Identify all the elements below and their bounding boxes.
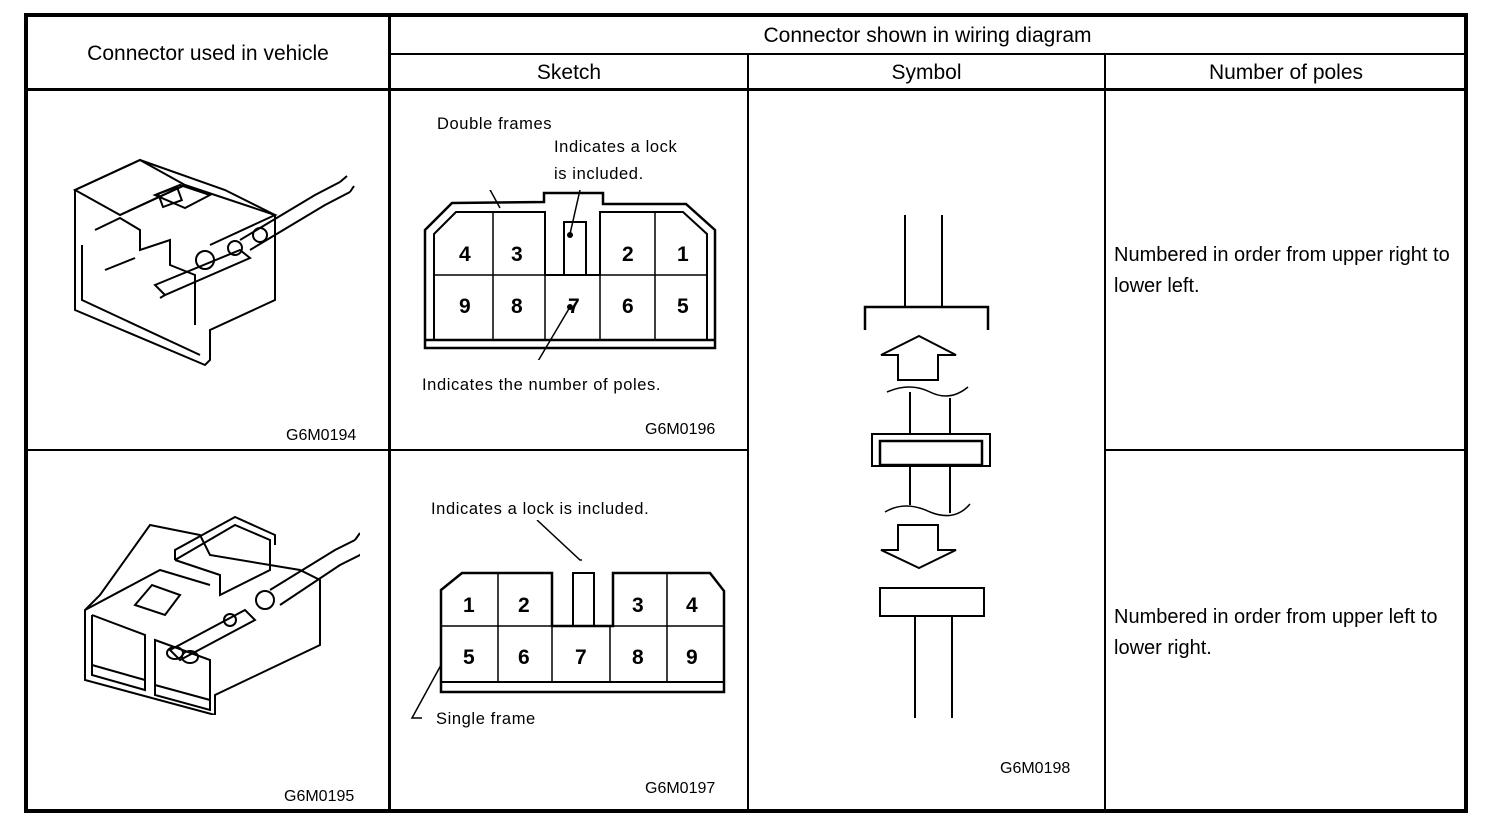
lock-label-line2: is included. — [554, 165, 644, 183]
male-connector-housing — [879, 587, 985, 617]
pin-label: 6 — [622, 295, 634, 318]
header-vehicle-connector: Connector used in vehicle — [87, 42, 329, 65]
terminal-blade — [153, 248, 252, 297]
latch-block — [174, 523, 271, 597]
connector-sketch-double-frame — [423, 190, 717, 360]
pin-label: 4 — [459, 243, 471, 266]
double-frames-label: Double frames — [437, 115, 553, 133]
pin-label: 5 — [677, 295, 689, 318]
header-sketch: Sketch — [536, 61, 602, 84]
divider-row-right — [1104, 449, 1468, 451]
outer-frame — [423, 191, 717, 350]
symbol-code: G6M0198 — [1000, 760, 1071, 777]
divider-header-bottom — [24, 88, 1468, 91]
outer-frame — [439, 571, 726, 694]
terminal-female — [168, 608, 257, 662]
poles-label: Indicates the number of poles. — [422, 376, 662, 394]
wire — [269, 539, 356, 591]
lock-label: Indicates a lock is included. — [431, 500, 650, 518]
arrow-up-icon — [880, 334, 957, 381]
image-code: G6M0194 — [286, 427, 357, 444]
pin-label: 7 — [568, 295, 580, 318]
male-connector-frame-inner — [878, 439, 984, 467]
single-frame-label: Single frame — [436, 710, 536, 728]
pin-label: 1 — [463, 594, 475, 617]
pin-label: 4 — [686, 594, 698, 617]
image-code: G6M0195 — [284, 788, 355, 805]
pin-label: 2 — [622, 243, 634, 266]
divider-row-left — [24, 449, 748, 451]
connector-body-outline — [74, 158, 276, 367]
annotation-leader-frames — [489, 190, 501, 209]
header-symbol: Symbol — [891, 61, 962, 84]
pin-label: 1 — [677, 243, 689, 266]
poles-note: Numbered in order from upper right to lo… — [1114, 244, 1450, 297]
lock-label-line1: Indicates a lock — [554, 138, 678, 156]
lock-indicator — [563, 221, 587, 276]
pin-label: 3 — [632, 594, 644, 617]
divider-col-2 — [747, 55, 749, 813]
annotation-leader-lock — [569, 190, 581, 235]
annotation-leader-frame — [410, 664, 442, 719]
arrow-down-icon — [880, 524, 957, 570]
connector-symbol-diagram — [863, 215, 991, 718]
pin-label: 9 — [459, 295, 471, 318]
annotation-leader-poles — [537, 306, 571, 360]
header-wiring-diagram: Connector shown in wiring diagram — [763, 24, 1092, 47]
wire — [239, 181, 341, 241]
divider-col-1 — [388, 13, 391, 813]
break-line-bottom — [884, 503, 971, 517]
pin-label: 8 — [511, 295, 523, 318]
vehicle-connector-illustration-2 — [84, 515, 360, 715]
connector-body-outline — [84, 523, 321, 715]
pin-label: 3 — [511, 243, 523, 266]
lock-indicator — [572, 572, 595, 627]
pin-label: 6 — [518, 646, 530, 669]
male-connector-frame-outer — [871, 433, 991, 467]
pin-label: 2 — [518, 594, 530, 617]
connector-sketch-single-frame — [410, 520, 726, 719]
header-number-of-poles: Number of poles — [1208, 61, 1364, 84]
pin-label: 5 — [463, 646, 475, 669]
sketch-code: G6M0196 — [645, 421, 716, 438]
divider-header-group — [388, 53, 1468, 55]
sketch-code: G6M0197 — [645, 780, 716, 797]
annotation-leader-lock — [536, 520, 582, 561]
vehicle-connector-illustration-1 — [72, 158, 355, 367]
divider-col-3 — [1104, 55, 1106, 813]
pin-label: 9 — [686, 646, 698, 669]
break-line-top — [886, 386, 969, 397]
poles-note: Numbered in order from upper left to low… — [1114, 606, 1438, 659]
connector-table — [24, 13, 1468, 813]
pin-label: 8 — [632, 646, 644, 669]
pin-label: 7 — [575, 646, 587, 669]
female-connector-bracket — [863, 305, 990, 330]
